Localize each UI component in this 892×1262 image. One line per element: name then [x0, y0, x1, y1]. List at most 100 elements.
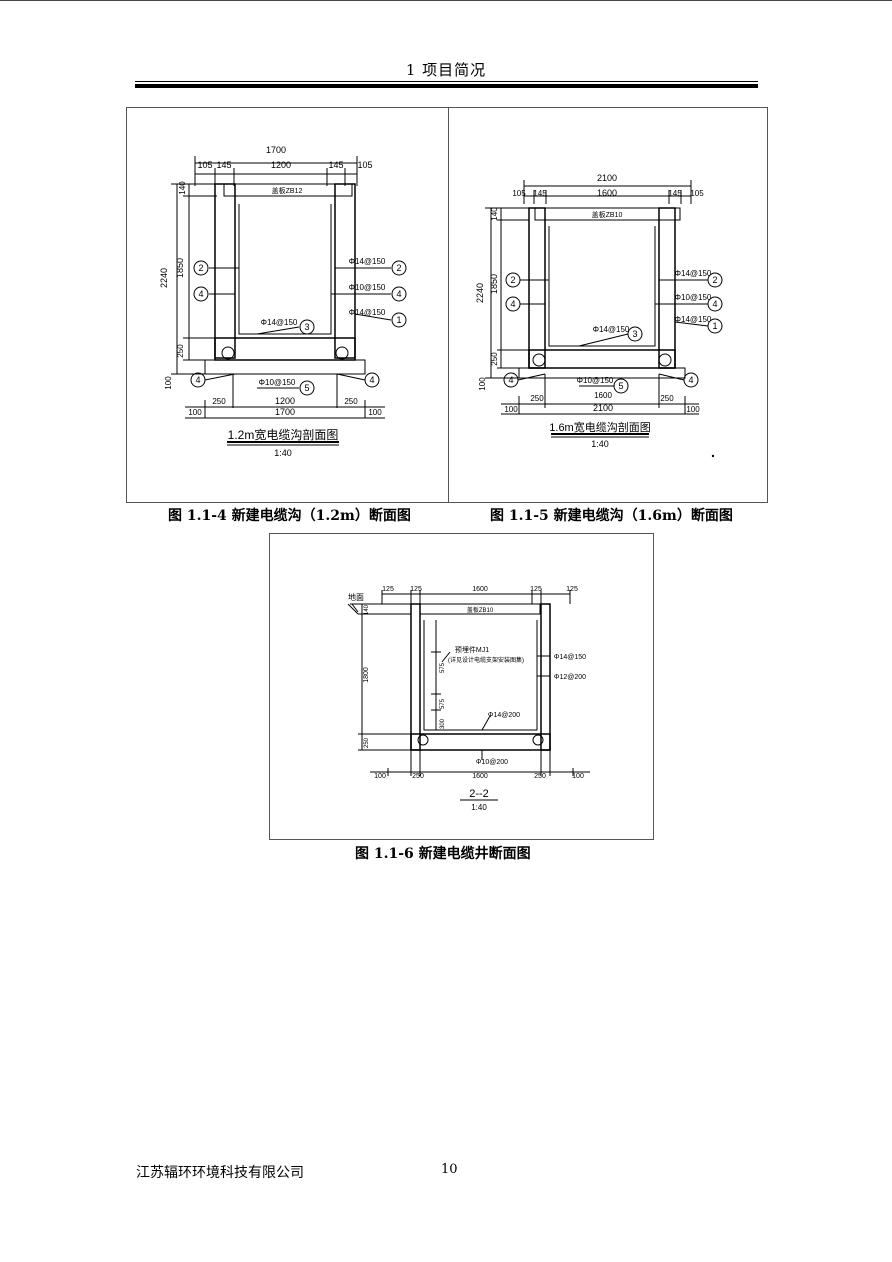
drawing-scale-1: 1:40	[274, 448, 292, 458]
marker-4-bl: 4	[195, 375, 200, 385]
marker-4-br-2: 4	[688, 375, 693, 385]
dim-top-h: 140	[178, 181, 187, 195]
header-rule-thick	[135, 84, 758, 88]
dim-t3: 1600	[472, 586, 488, 593]
dim-right-b-2: 145	[668, 189, 682, 198]
dim-s2: 575	[440, 698, 446, 709]
marker-2-right: 2	[396, 263, 401, 273]
rebar-r4: Φ10@150	[349, 283, 386, 292]
dim-s3: 300	[440, 718, 446, 729]
dim-b-right-2: 250	[660, 394, 674, 403]
rebar-wall-1: Φ14@150	[554, 654, 586, 661]
dim-foot-left-2: 100	[504, 405, 518, 414]
rebar-r5-2: Φ10@150	[577, 376, 614, 385]
cover-label-2: 盖板ZB10	[592, 210, 623, 219]
dim-foot-right-2: 100	[686, 405, 700, 414]
marker-3: 3	[304, 322, 309, 332]
dim-b-right: 250	[344, 397, 358, 406]
dim-base-h-2: 100	[478, 377, 487, 391]
dim-top-h-3: 140	[364, 604, 370, 615]
marker-4-bl-2: 4	[508, 375, 513, 385]
dim-right-b: 145	[328, 160, 343, 170]
dim-top-h-2: 140	[490, 207, 499, 221]
marker-2-right-2: 2	[712, 275, 717, 285]
header-rule-thin	[135, 81, 758, 82]
figure-1-2m-trench: 1700 105 145 1200 145 105 盖板ZB12 2240 14…	[126, 107, 450, 503]
marker-1-right: 1	[396, 315, 401, 325]
dim-right-a: 105	[357, 160, 372, 170]
rebar-r2: Φ14@150	[349, 257, 386, 266]
rebar-r3-2: Φ14@150	[593, 325, 630, 334]
dim-bottom-h-2: 250	[490, 352, 499, 366]
dim-bottom-h-3: 250	[364, 737, 370, 748]
marker-4-left-2: 4	[510, 299, 515, 309]
marker-4-right: 4	[396, 289, 401, 299]
marker-4-left: 4	[198, 289, 203, 299]
page-header-title: 1 项目简况	[405, 61, 487, 79]
dim-height: 2240	[159, 268, 169, 288]
marker-3-2: 3	[632, 329, 637, 339]
rebar-r4-2: Φ10@150	[675, 293, 712, 302]
dim-b-left-2: 250	[530, 394, 544, 403]
marker-5: 5	[304, 383, 309, 393]
bracket-label: 预埋件MJ1	[455, 645, 489, 654]
dim-b-inner-2: 1600	[594, 391, 612, 400]
dim-b-left: 250	[212, 397, 226, 406]
rebar-r3: Φ14@150	[261, 318, 298, 327]
drawing-1-2m-trench: 1700 105 145 1200 145 105 盖板ZB12 2240 14…	[159, 145, 407, 458]
drawing-title-3: 2--2	[469, 788, 489, 800]
bracket-note: (详见设计电缆支架安装图集)	[448, 656, 524, 664]
dim-foot-left: 100	[188, 408, 202, 417]
dim-foot-total-2: 2100	[593, 403, 613, 413]
dim-inner-h: 1850	[175, 258, 185, 278]
cover-label: 盖板ZB12	[272, 186, 303, 195]
dim-bottom-h: 250	[176, 344, 185, 358]
marker-1-right-2: 1	[712, 321, 717, 331]
caption-figure-1-1-5: 图 1.1-5 新建电缆沟（1.6m）断面图	[490, 508, 733, 524]
dim-foot-right: 100	[368, 408, 382, 417]
marker-2-left: 2	[198, 263, 203, 273]
dim-height-2: 2240	[475, 283, 485, 303]
dim-b-inner: 1200	[275, 396, 295, 406]
dim-b2: 250	[412, 773, 424, 780]
dim-inner-2: 1600	[597, 188, 617, 198]
dim-left-b-2: 145	[533, 189, 547, 198]
rebar-r1: Φ14@150	[349, 308, 386, 317]
rebar-r2-2: Φ14@150	[675, 269, 712, 278]
rebar-wall-2: Φ12@200	[554, 674, 586, 681]
dim-b3: 1600	[472, 773, 488, 780]
drawing-title-1: 1.2m宽电缆沟剖面图	[228, 427, 339, 442]
rebar-r5: Φ10@150	[259, 378, 296, 387]
dim-inner-h-2: 1850	[489, 274, 499, 294]
caption-figure-1-1-6: 图 1.1-6 新建电缆井断面图	[355, 846, 531, 862]
drawing-scale-3: 1:40	[471, 803, 487, 812]
dim-left-b: 145	[216, 160, 231, 170]
dim-t2: 125	[410, 586, 422, 593]
dim-inner: 1200	[271, 160, 291, 170]
footer-company: 江苏辐环环境科技有限公司	[136, 1165, 304, 1181]
dim-s1: 575	[440, 662, 446, 673]
marker-4-right-2: 4	[712, 299, 717, 309]
dim-left-a-2: 105	[512, 189, 526, 198]
dim-right-a-2: 105	[690, 189, 704, 198]
top-border-line	[0, 0, 892, 1]
marker-5-2: 5	[618, 381, 623, 391]
drawing-title-2: 1.6m宽电缆沟剖面图	[549, 420, 650, 434]
dim-total-top-2: 2100	[597, 173, 617, 183]
figure-1-6m-trench: 2100 105 145 1600 145 105 盖板ZB10 2240 14…	[448, 107, 768, 503]
dim-t1: 125	[382, 586, 394, 593]
drawing-cable-well: 125 125 1600 125 125 地面 盖板ZB10 140 1800 …	[347, 586, 590, 812]
dim-height-3: 1800	[363, 667, 370, 683]
dim-base-h: 100	[164, 376, 173, 390]
drawing-1-6m-trench: 2100 105 145 1600 145 105 盖板ZB10 2240 14…	[475, 173, 723, 458]
dim-t5: 125	[566, 586, 578, 593]
drawing-scale-2: 1:40	[591, 439, 609, 449]
dim-b1: 100	[374, 773, 386, 780]
rebar-bottom: Φ10@200	[476, 759, 508, 766]
dim-foot-total: 1700	[275, 407, 295, 417]
rebar-floor: Φ14@200	[488, 712, 520, 719]
dim-total-top: 1700	[266, 145, 286, 155]
caption-figure-1-1-4: 图 1.1-4 新建电缆沟（1.2m）断面图	[168, 508, 411, 524]
marker-4-br: 4	[369, 375, 374, 385]
dim-t4: 125	[530, 586, 542, 593]
